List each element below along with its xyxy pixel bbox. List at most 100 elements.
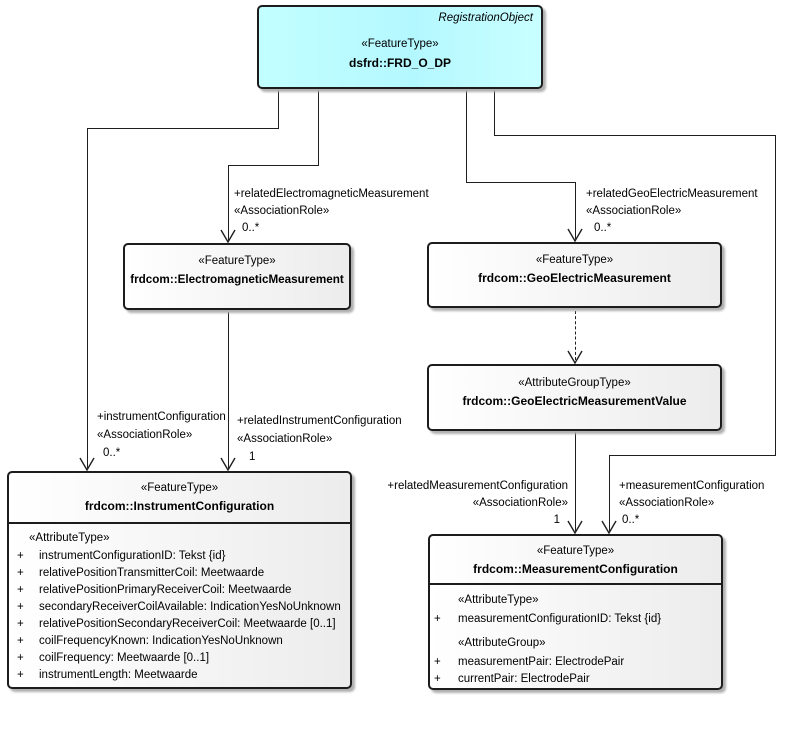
attribute-row: +relativePositionSecondaryReceiverCoil: … bbox=[9, 618, 350, 635]
connector-electromagnetic-instrument-segment[interactable] bbox=[228, 312, 230, 468]
connector-frd-measurement-segment[interactable] bbox=[494, 135, 776, 137]
association-label-instrument-configuration: +instrumentConfiguration «AssociationRol… bbox=[97, 408, 228, 462]
open-arrowhead-icon bbox=[220, 457, 236, 472]
attribute-text: secondaryReceiverCoilAvailable: Indicati… bbox=[39, 601, 341, 613]
connector-frd-electromagnetic-segment[interactable] bbox=[228, 165, 319, 167]
multiplicity: 1 bbox=[553, 514, 560, 526]
attribute-row: + currentPair: ElectrodePair bbox=[430, 673, 721, 690]
visibility-marker: + bbox=[17, 584, 24, 596]
class-name: frdcom::GeoElectricMeasurement bbox=[478, 271, 671, 285]
connector-geoelectric-value-dashed-segment[interactable] bbox=[575, 311, 576, 360]
open-arrowhead-icon bbox=[567, 350, 583, 365]
attribute-text: coilFrequency: Meetwaarde [0..1] bbox=[39, 652, 210, 664]
class-box-electromagnetic-measurement[interactable]: «FeatureType» frdcom::ElectromagneticMea… bbox=[123, 243, 351, 310]
role-stereotype: «AssociationRole» bbox=[472, 497, 568, 509]
multiplicity: 0..* bbox=[594, 222, 612, 234]
association-label-related-electromagnetic: +relatedElectromagneticMeasurement «Asso… bbox=[234, 186, 429, 237]
stereotype-label: «FeatureType» bbox=[536, 545, 615, 557]
multiplicity: 1 bbox=[249, 451, 256, 463]
attribute-group-header: «AttributeGroup» bbox=[458, 637, 546, 649]
visibility-marker: + bbox=[17, 635, 24, 647]
stereotype-label: «AttributeGroupType» bbox=[518, 377, 631, 389]
open-arrowhead-icon bbox=[601, 520, 617, 535]
connector-frd-measurement-segment[interactable] bbox=[609, 455, 611, 531]
attribute-text: measurementPair: ElectrodePair bbox=[458, 656, 625, 668]
connector-frd-measurement-segment[interactable] bbox=[494, 89, 496, 135]
attribute-text: instrumentLength: Meetwaarde bbox=[39, 669, 198, 681]
attribute-text: coilFrequencyKnown: IndicationYesNoUnkno… bbox=[39, 635, 283, 647]
visibility-marker: + bbox=[434, 673, 441, 685]
class-box-instrument-configuration[interactable]: «FeatureType» frdcom::InstrumentConfigur… bbox=[7, 471, 352, 689]
stereotype-label: «FeatureType» bbox=[535, 254, 614, 266]
class-name: frdcom::GeoElectricMeasurementValue bbox=[462, 394, 687, 408]
multiplicity: 0..* bbox=[622, 514, 640, 526]
attribute-text: currentPair: ElectrodePair bbox=[458, 673, 590, 685]
role-stereotype: «AssociationRole» bbox=[586, 205, 682, 217]
class-box-geoelectric-measurement-value[interactable]: «AttributeGroupType» frdcom::GeoElectric… bbox=[427, 364, 722, 431]
multiplicity: 0..* bbox=[103, 447, 121, 459]
role-stereotype: «AssociationRole» bbox=[619, 497, 715, 509]
attribute-text: relativePositionTransmitterCoil: Meetwaa… bbox=[39, 567, 265, 579]
role-name: +instrumentConfiguration bbox=[97, 411, 226, 423]
connector-value-measurement-segment[interactable] bbox=[575, 431, 577, 531]
connector-frd-measurement-segment[interactable] bbox=[609, 455, 776, 457]
attribute-section-header: «AttributeType» bbox=[29, 532, 110, 544]
attribute-row: + coilFrequency: Meetwaarde [0..1] bbox=[9, 652, 350, 669]
class-name: dsfrd::FRD_O_DP bbox=[348, 56, 451, 70]
class-box-frd-o-dp[interactable]: RegistrationObject «FeatureType» dsfrd::… bbox=[257, 5, 543, 89]
attribute-section-header: «AttributeType» bbox=[458, 594, 539, 606]
role-name: +relatedMeasurementConfiguration bbox=[387, 480, 568, 492]
role-stereotype: «AssociationRole» bbox=[237, 433, 333, 445]
class-box-measurement-configuration[interactable]: «FeatureType» frdcom::MeasurementConfigu… bbox=[428, 534, 723, 690]
role-stereotype: «AssociationRole» bbox=[97, 429, 193, 441]
stereotype-label: «FeatureType» bbox=[198, 255, 276, 267]
attribute-row: + relativePositionPrimaryReceiverCoil: Me… bbox=[9, 584, 350, 601]
connector-frd-electromagnetic-segment[interactable] bbox=[228, 165, 230, 241]
role-name: +relatedElectromagneticMeasurement bbox=[234, 188, 429, 200]
association-label-related-geoelectric: +relatedGeoElectricMeasurement «Associat… bbox=[586, 186, 758, 237]
attribute-row: + secondaryReceiverCoilAvailable: Indicat… bbox=[9, 601, 350, 618]
attribute-text: measurementConfigurationID: Tekst {id} bbox=[458, 613, 662, 625]
attribute-row: + instrumentLength: Meetwaarde bbox=[9, 669, 350, 686]
connector-frd-instrument-segment[interactable] bbox=[278, 89, 280, 129]
compartment-divider bbox=[429, 583, 722, 585]
attribute-row: + coilFrequencyKnown: IndicationYesNoUnkn… bbox=[9, 635, 350, 652]
class-name: frdcom::ElectromagneticMeasurement bbox=[130, 272, 344, 286]
attribute-text: relativePositionPrimaryReceiverCoil: Mee… bbox=[39, 584, 292, 596]
visibility-marker: + bbox=[17, 669, 24, 681]
stereotype-label: «FeatureType» bbox=[140, 482, 219, 494]
visibility-marker: + bbox=[17, 550, 24, 562]
class-box-geoelectric-measurement[interactable]: «FeatureType» frdcom::GeoElectricMeasure… bbox=[427, 242, 722, 308]
multiplicity: 0..* bbox=[242, 222, 260, 234]
role-name: +relatedInstrumentConfiguration bbox=[237, 415, 402, 427]
association-label-measurement-configuration: +measurementConfiguration «AssociationRo… bbox=[619, 478, 764, 529]
connector-frd-geoelectric-segment[interactable] bbox=[466, 89, 468, 182]
connector-frd-measurement-segment[interactable] bbox=[775, 135, 777, 456]
open-arrowhead-icon bbox=[567, 228, 583, 243]
role-name: +relatedGeoElectricMeasurement bbox=[586, 188, 758, 200]
open-arrowhead-icon bbox=[567, 520, 583, 535]
registration-object-tag: RegistrationObject bbox=[438, 12, 533, 24]
association-label-related-instrument-configuration: +relatedInstrumentConfiguration «Associa… bbox=[237, 412, 402, 466]
connector-frd-instrument-segment[interactable] bbox=[87, 128, 89, 468]
class-name: frdcom::MeasurementConfiguration bbox=[473, 562, 678, 576]
visibility-marker: + bbox=[434, 656, 441, 668]
open-arrowhead-icon bbox=[79, 457, 95, 472]
attribute-text: relativePositionSecondaryReceiverCoil: M… bbox=[39, 618, 336, 630]
stereotype-label: «FeatureType» bbox=[361, 38, 439, 50]
visibility-marker: + bbox=[17, 567, 24, 579]
connector-frd-geoelectric-segment[interactable] bbox=[575, 182, 577, 239]
attribute-row: + measurementPair: ElectrodePair bbox=[430, 656, 721, 673]
connector-frd-instrument-segment[interactable] bbox=[87, 128, 279, 130]
role-stereotype: «AssociationRole» bbox=[234, 205, 330, 217]
connector-frd-geoelectric-segment[interactable] bbox=[466, 182, 576, 184]
association-label-related-measurement-configuration: +relatedMeasurementConfiguration «Associ… bbox=[370, 478, 568, 529]
connector-frd-electromagnetic-segment[interactable] bbox=[318, 89, 320, 165]
compartment-divider bbox=[8, 522, 351, 524]
attribute-row: + relativePositionTransmitterCoil: Meetwa… bbox=[9, 567, 350, 584]
open-arrowhead-icon bbox=[220, 229, 236, 244]
visibility-marker: + bbox=[17, 652, 24, 664]
visibility-marker: + bbox=[17, 601, 24, 613]
attribute-row: +instrumentConfigurationID: Tekst {id} bbox=[9, 550, 350, 567]
